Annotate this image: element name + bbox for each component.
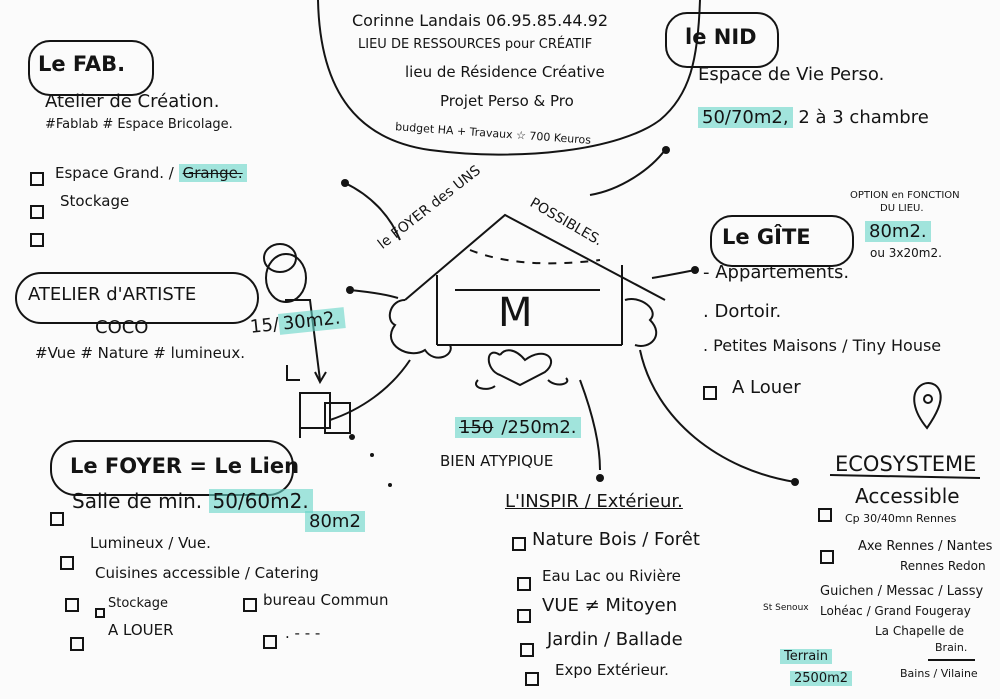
- atelier-title: ATELIER d'ARTISTE: [28, 284, 197, 305]
- eco-title: ECOSYSTEME: [835, 452, 977, 476]
- inspir-checkbox-4[interactable]: [525, 672, 539, 686]
- gite-area: 80m2.: [865, 221, 931, 243]
- foyer-storage-checkbox[interactable]: [95, 608, 105, 618]
- foyer-rent: A LOUER: [108, 621, 174, 639]
- inspir-item-4: Expo Extérieur.: [555, 661, 669, 679]
- eco-accessible-note: Cp 30/40mn Rennes: [845, 512, 957, 525]
- eco-item-0: Accessible: [855, 484, 960, 508]
- gite-item-1: . Dortoir.: [703, 301, 782, 322]
- house-note: BIEN ATYPIQUE: [440, 452, 554, 470]
- fab-tags: #Fablab # Espace Bricolage.: [45, 117, 233, 132]
- foyer-room-area-2: 80m2: [305, 511, 365, 533]
- foyer-title: Le FOYER = Le Lien: [70, 454, 300, 478]
- eco-side-note: St Senoux: [763, 603, 809, 613]
- foyer-office: bureau Commun: [263, 591, 389, 609]
- header-line-2: lieu de Résidence Créative: [405, 63, 605, 81]
- eco-axe-note: Rennes Redon: [900, 559, 986, 573]
- atelier-tags: #Vue # Nature # lumineux.: [35, 344, 245, 362]
- connector-dots: [341, 146, 799, 487]
- atelier-bubble: [15, 272, 259, 324]
- inspir-title: L'INSPIR / Extérieur.: [505, 491, 683, 512]
- fab-bubble: [28, 40, 154, 96]
- house-drawing: [388, 213, 666, 390]
- nid-title: le NID: [685, 25, 757, 49]
- gite-rent: A Louer: [732, 377, 801, 398]
- eco-terrain-area: 2500m2: [790, 671, 853, 687]
- inspir-item-0: Nature Bois / Forêt: [532, 529, 700, 550]
- nid-subtitle: Espace de Vie Perso.: [698, 64, 885, 85]
- foyer-checkbox-1[interactable]: [60, 556, 74, 570]
- fab-checkbox-2[interactable]: [30, 233, 44, 247]
- header-line-3: Projet Perso & Pro: [440, 92, 574, 110]
- contact-line: Corinne Landais 06.95.85.44.92: [352, 11, 609, 30]
- eco-item-1: Axe Rennes / Nantes: [858, 539, 993, 554]
- eco-cities-2: Lohéac / Grand Fougeray: [820, 604, 971, 618]
- eco-cities-5: Bains / Vilaine: [900, 667, 978, 680]
- foyer-rent-checkbox[interactable]: [70, 637, 84, 651]
- eco-cities-4: Brain.: [935, 641, 968, 654]
- header-line-1: LIEU DE RESSOURCES pour CRÉATIF: [358, 37, 593, 52]
- inspir-item-2: VUE ≠ Mitoyen: [542, 595, 678, 616]
- location-pin-icon: [913, 382, 942, 430]
- inspir-item-1: Eau Lac ou Rivière: [542, 567, 681, 585]
- eco-checkbox-1[interactable]: [820, 550, 834, 564]
- foyer-item-2: Cuisines accessible / Catering: [95, 564, 319, 582]
- gite-item-2: . Petites Maisons / Tiny House: [703, 336, 942, 355]
- foyer-storage: Stockage: [108, 596, 168, 611]
- eco-cities-1: Guichen / Messac / Lassy: [820, 584, 984, 599]
- gite-rent-checkbox[interactable]: [703, 386, 717, 400]
- fab-item-0-highlight: Grange.: [178, 164, 247, 182]
- header-bubble: [317, 0, 701, 156]
- gite-option-2: DU LIEU.: [880, 203, 924, 214]
- gite-item-0: - Appartements.: [703, 262, 850, 283]
- gite-alt: ou 3x20m2.: [870, 246, 942, 260]
- fab-item-0: Espace Grand. / Grange.: [55, 164, 247, 182]
- fab-checkbox-0[interactable]: [30, 172, 44, 186]
- gite-option: OPTION en FONCTION: [850, 190, 960, 201]
- nid-bubble: [665, 12, 779, 68]
- spokes: [299, 149, 796, 483]
- eco-terrain: Terrain: [780, 649, 833, 665]
- gite-title: Le GÎTE: [722, 225, 811, 249]
- fab-title: Le FAB.: [38, 52, 126, 76]
- inspir-checkbox-1[interactable]: [517, 577, 531, 591]
- figure-doodle: [263, 243, 351, 434]
- atelier-name: COCO: [95, 317, 149, 338]
- inspir-checkbox-3[interactable]: [520, 643, 534, 657]
- foyer-checkbox-2[interactable]: [65, 598, 79, 612]
- foyer-room: Salle de min. 50/60m2.: [72, 489, 313, 513]
- foyer-office-checkbox[interactable]: [243, 598, 257, 612]
- nid-area: 50/70m2, 2 à 3 chambre: [698, 107, 929, 129]
- eco-cities-3: La Chapelle de: [875, 624, 965, 638]
- gite-bubble: [710, 215, 854, 267]
- house-area: 150/250m2.: [455, 417, 581, 439]
- fab-subtitle: Atelier de Création.: [45, 91, 220, 112]
- fab-checkbox-1[interactable]: [30, 205, 44, 219]
- foyer-more-checkbox[interactable]: [263, 635, 277, 649]
- inspir-checkbox-0[interactable]: [512, 537, 526, 551]
- eco-checkbox-0[interactable]: [818, 508, 832, 522]
- inspir-item-3: Jardin / Ballade: [547, 629, 683, 650]
- foyer-more: . - - -: [285, 624, 321, 642]
- foyer-item-1: Lumineux / Vue.: [90, 534, 211, 552]
- house-letter: M: [498, 290, 533, 336]
- foyer-bubble: [50, 440, 294, 496]
- fab-item-1: Stockage: [60, 192, 130, 210]
- foyer-room-checkbox[interactable]: [50, 512, 64, 526]
- inspir-checkbox-2[interactable]: [517, 609, 531, 623]
